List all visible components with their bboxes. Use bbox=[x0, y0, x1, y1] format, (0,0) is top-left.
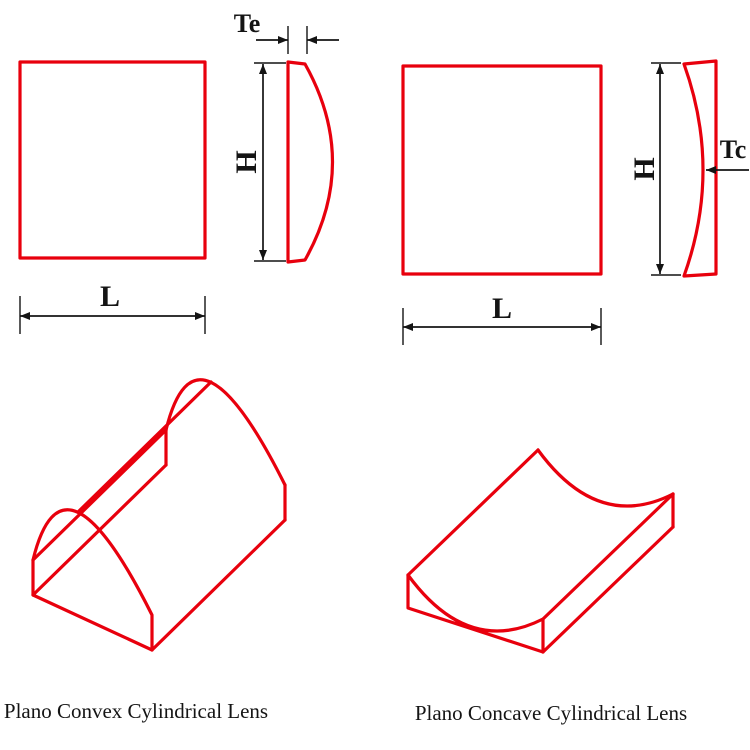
convex-height-dimension: H bbox=[230, 62, 286, 262]
concave-3d-right-bottom-edge bbox=[541, 525, 675, 654]
concave-3d-back-arc bbox=[536, 448, 675, 508]
convex-edge-thickness-dimension: Te bbox=[234, 9, 339, 54]
concave-3d-view bbox=[406, 448, 675, 654]
convex-side-profile bbox=[286, 60, 334, 264]
convex-3d-top-silhouette-edge bbox=[76, 380, 213, 514]
concave-height-label: H bbox=[628, 157, 661, 180]
concave-front-view bbox=[401, 64, 603, 276]
convex-3d-view bbox=[31, 378, 287, 652]
convex-3d-front-face bbox=[31, 508, 154, 652]
convex-lens-views: L Te H bbox=[18, 9, 339, 334]
concave-lens-views: L Tc H bbox=[401, 59, 749, 345]
convex-length-dimension: L bbox=[19, 280, 206, 334]
convex-edge-thickness-label: Te bbox=[234, 9, 261, 38]
concave-length-label: L bbox=[492, 292, 512, 325]
convex-3d-right-bottom-edge bbox=[150, 518, 287, 652]
convex-front-view bbox=[18, 60, 207, 260]
convex-length-label: L bbox=[100, 280, 120, 313]
concave-height-dimension: H bbox=[628, 62, 681, 276]
concave-3d-left-ridge-edge bbox=[406, 448, 540, 577]
concave-center-thickness-label: Tc bbox=[720, 135, 747, 164]
concave-center-thickness-dimension: Tc bbox=[706, 135, 749, 174]
convex-height-label: H bbox=[230, 150, 263, 173]
convex-3d-back-arc bbox=[164, 378, 287, 487]
convex-3d-left-top-edge bbox=[31, 428, 168, 562]
convex-caption: Plano Convex Cylindrical Lens bbox=[4, 699, 268, 723]
concave-3d-right-ridge-edge bbox=[541, 492, 675, 621]
concave-side-profile bbox=[682, 59, 718, 278]
concave-length-dimension: L bbox=[402, 292, 602, 345]
concave-caption: Plano Concave Cylindrical Lens bbox=[415, 701, 687, 725]
convex-3d-left-bottom-edge bbox=[31, 463, 168, 597]
concave-3d-front-face bbox=[406, 573, 545, 654]
